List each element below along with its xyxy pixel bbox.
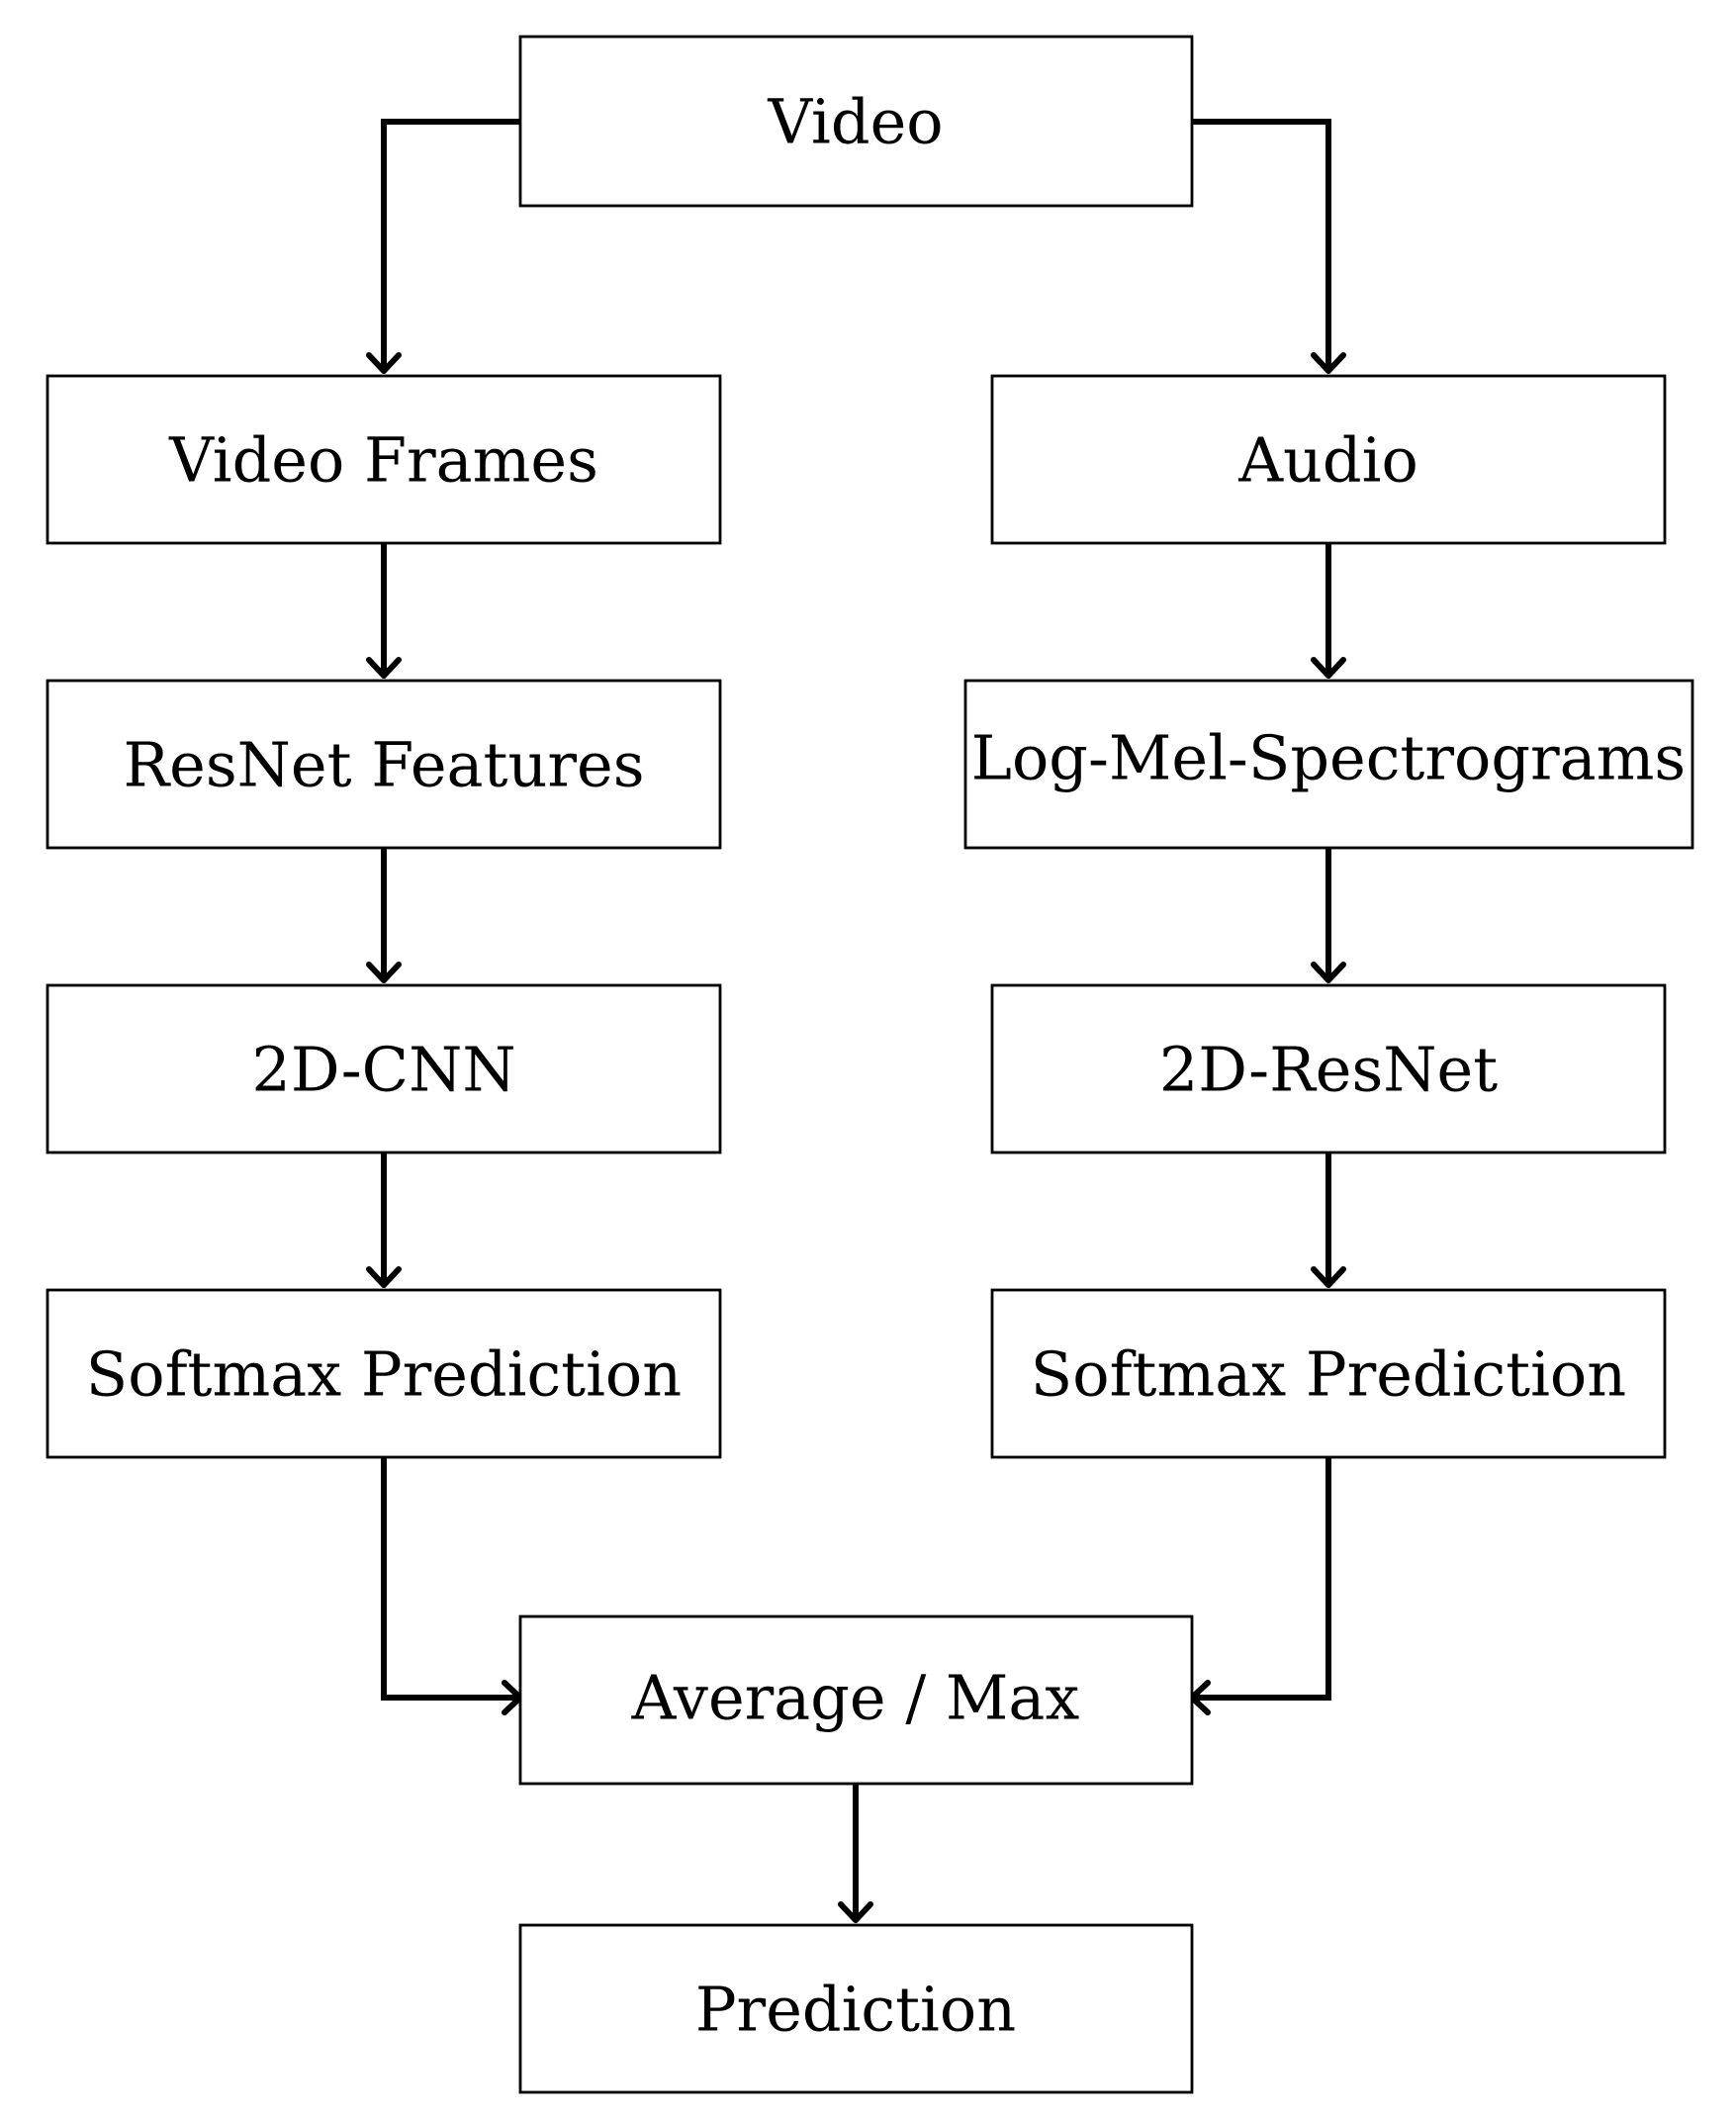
node-label-average-max: Average / Max (631, 1662, 1080, 1734)
edge-average-max-to-prediction (838, 1784, 873, 1923)
node-label-log-mel-spectrograms: Log-Mel-Spectrograms (971, 722, 1686, 794)
node-audio: Audio (990, 374, 1667, 545)
node-2d-resnet: 2D-ResNet (990, 983, 1667, 1154)
edge-audio-to-log-mel (1311, 543, 1346, 679)
edge-video-to-video-frames (366, 119, 520, 374)
node-label-2d-resnet: 2D-ResNet (1159, 1034, 1498, 1106)
node-label-prediction: Prediction (695, 1974, 1016, 2046)
edge-video-to-audio (1192, 119, 1346, 374)
edge-softmax-right-to-average-max (1189, 1457, 1331, 1715)
node-label-video: Video (767, 86, 943, 158)
edges (366, 119, 1346, 1923)
node-label-softmax-left: Softmax Prediction (86, 1338, 682, 1411)
node-label-video-frames: Video Frames (168, 424, 598, 497)
edge-softmax-left-to-average-max (381, 1457, 523, 1715)
node-video-frames: Video Frames (46, 374, 722, 545)
node-video: Video (518, 35, 1194, 208)
node-average-max: Average / Max (518, 1614, 1194, 1786)
node-resnet-features: ResNet Features (46, 679, 722, 850)
node-label-audio: Audio (1237, 424, 1418, 497)
edge-2d-cnn-to-softmax-left (366, 1152, 402, 1288)
edge-log-mel-to-2d-resnet (1311, 848, 1346, 983)
node-2d-cnn: 2D-CNN (46, 983, 722, 1154)
node-log-mel-spectrograms: Log-Mel-Spectrograms (963, 679, 1694, 850)
node-label-resnet-features: ResNet Features (123, 729, 644, 801)
node-label-2d-cnn: 2D-CNN (251, 1034, 515, 1106)
node-softmax-prediction-right: Softmax Prediction (990, 1288, 1667, 1459)
node-softmax-prediction-left: Softmax Prediction (46, 1288, 722, 1459)
edge-video-frames-to-resnet-features (366, 543, 402, 679)
edge-2d-resnet-to-softmax-right (1311, 1152, 1346, 1288)
node-label-softmax-right: Softmax Prediction (1031, 1338, 1626, 1411)
edge-resnet-features-to-2d-cnn (366, 848, 402, 983)
node-prediction: Prediction (518, 1923, 1194, 2094)
